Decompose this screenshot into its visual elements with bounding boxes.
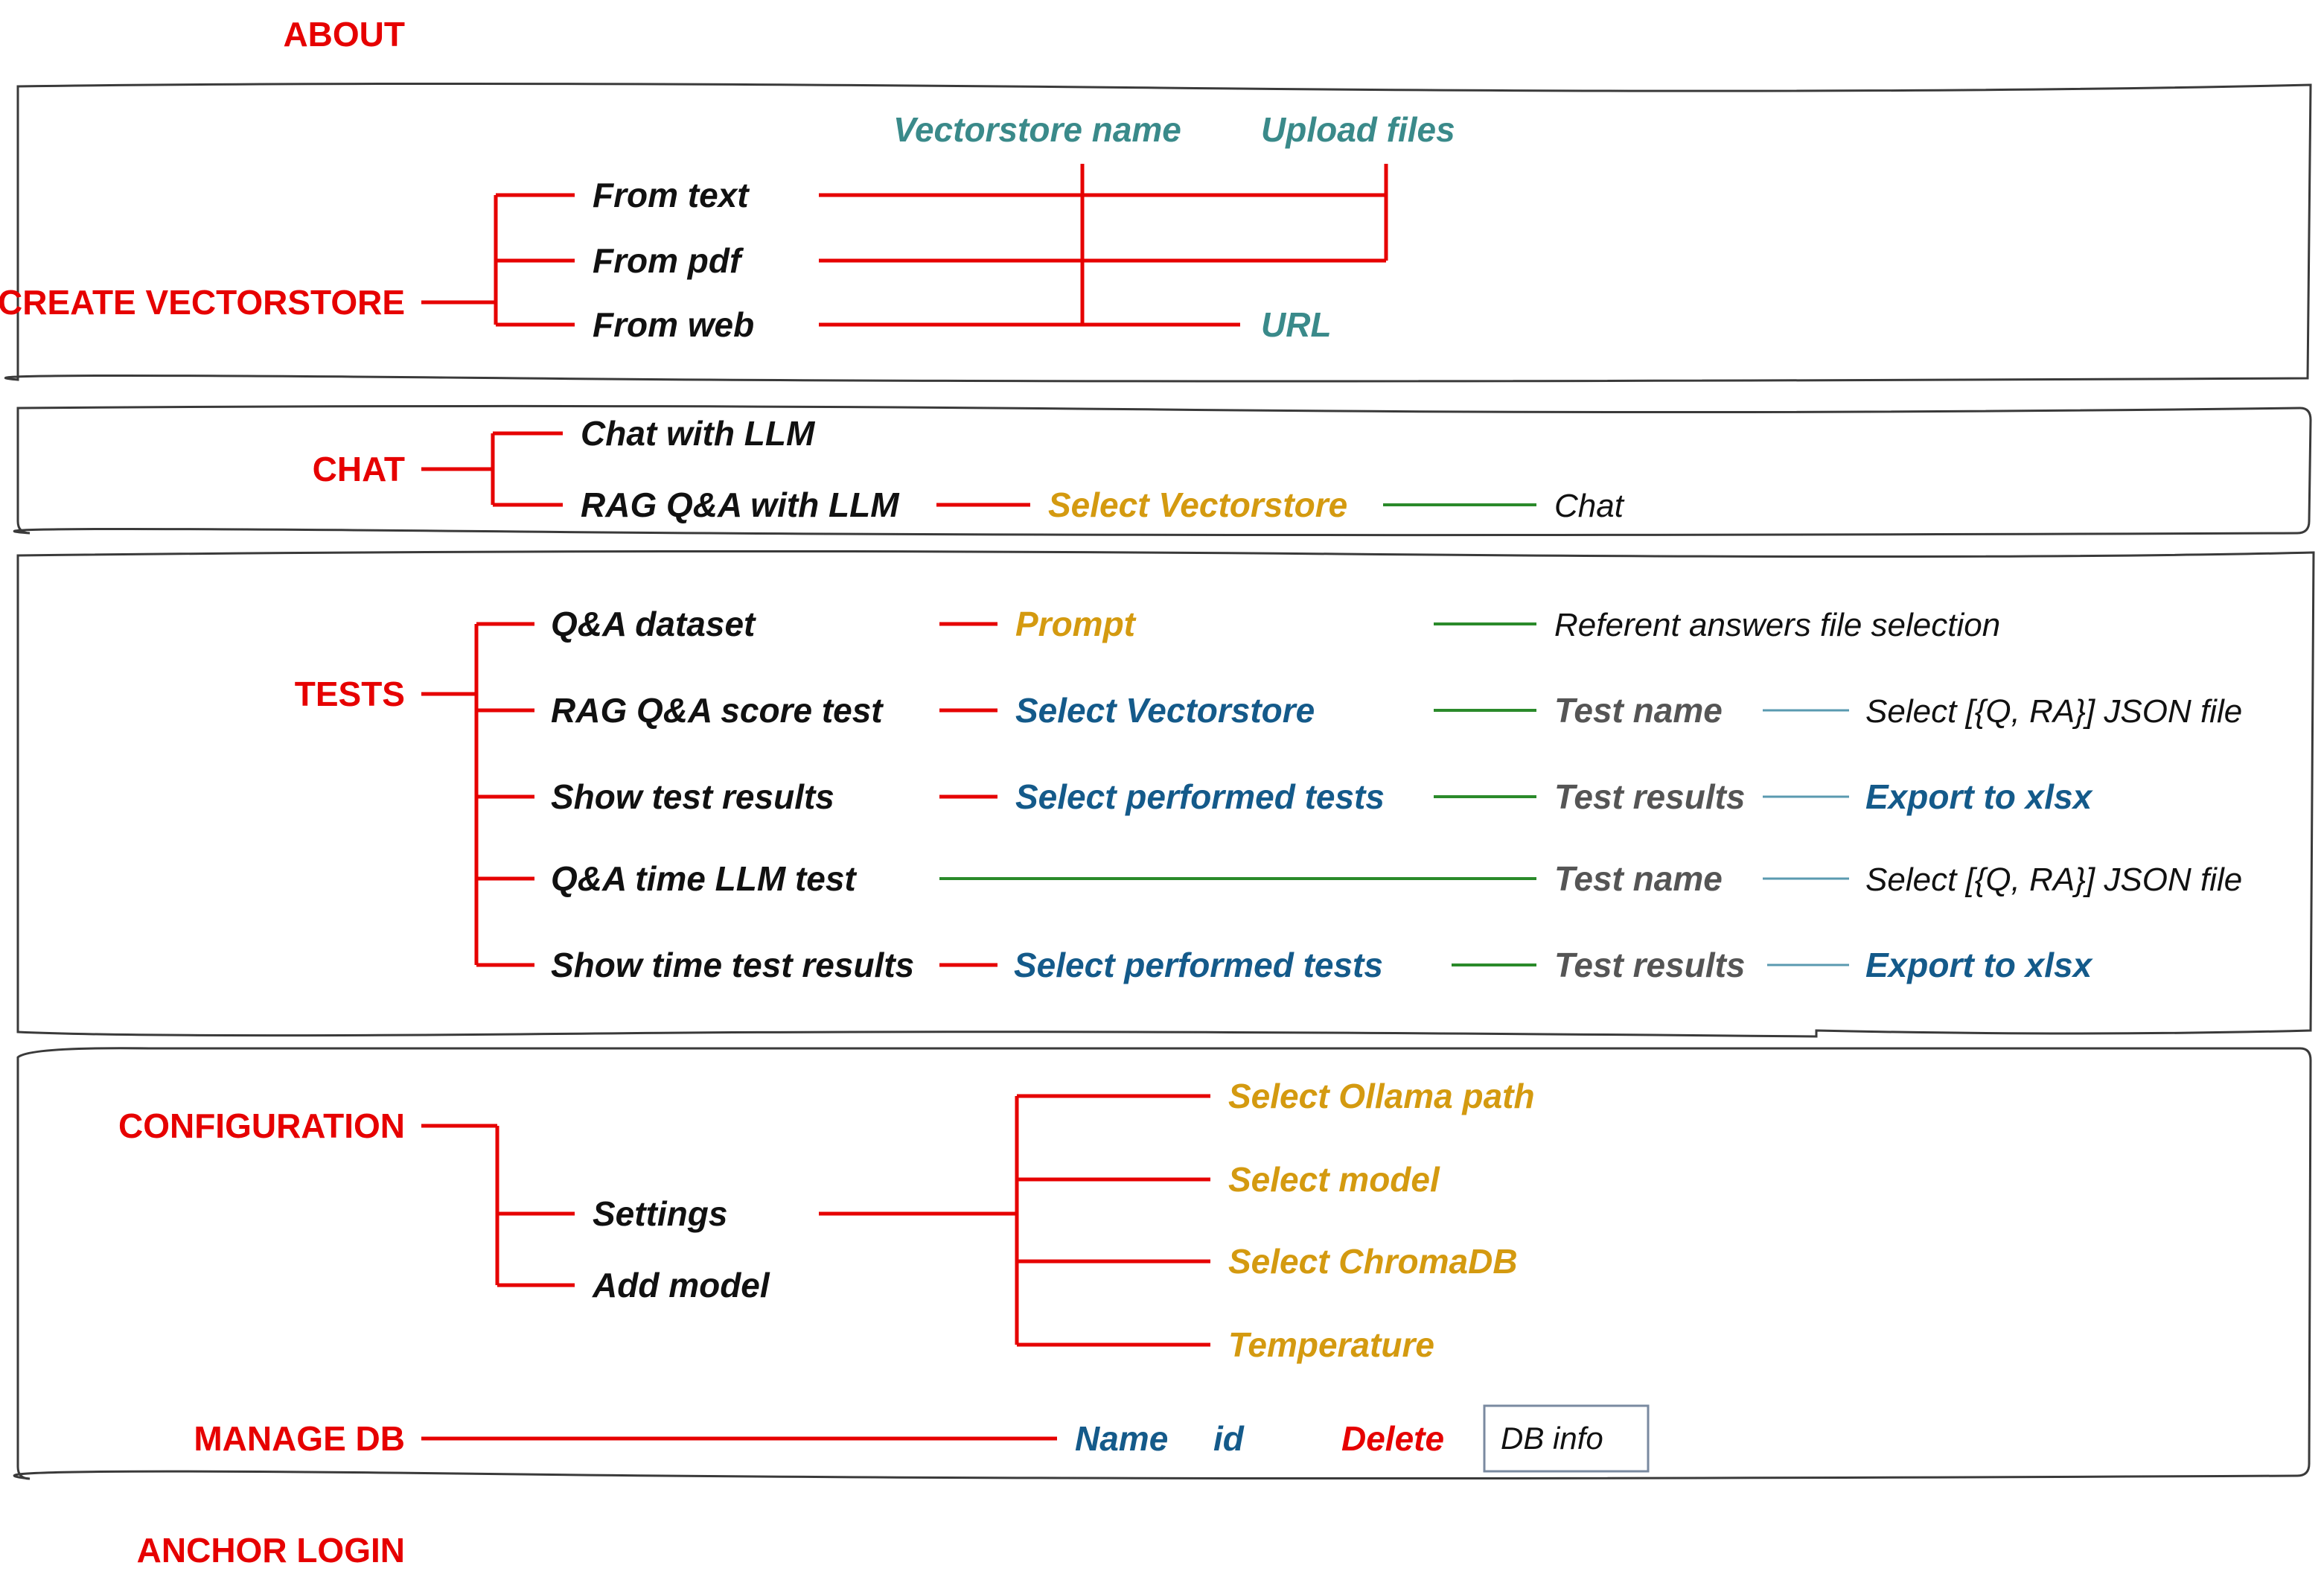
time-select-json-step: Select [{Q, RA}] JSON file (1865, 861, 2242, 898)
select-json-step: Select [{Q, RA}] JSON file (1865, 693, 2242, 730)
select-ollama-path-setting: Select Ollama path (1228, 1077, 1535, 1115)
url-field: URL (1261, 305, 1332, 344)
db-id-column: id (1213, 1419, 1245, 1458)
chat-with-llm-item: Chat with LLM (581, 414, 816, 453)
export-xlsx-step: Export to xlsx (1865, 777, 2094, 816)
qa-time-llm-test-item: Q&A time LLM test (551, 859, 857, 898)
db-delete-action: Delete (1341, 1419, 1444, 1458)
create-vectorstore-box (4, 82, 2312, 383)
show-time-test-results-item: Show time test results (551, 946, 914, 984)
create-vectorstore-label: CREATE VECTORSTORE (0, 283, 405, 322)
select-model-setting: Select model (1228, 1160, 1440, 1199)
select-performed-tests-step: Select performed tests (1015, 777, 1385, 816)
time-export-xlsx-step: Export to xlsx (1865, 946, 2094, 984)
select-chromadb-setting: Select ChromaDB (1228, 1242, 1518, 1281)
select-vectorstore-test-step: Select Vectorstore (1015, 691, 1315, 730)
chat-label: CHAT (313, 450, 405, 488)
select-vectorstore-step: Select Vectorstore (1048, 485, 1347, 524)
qa-dataset-item: Q&A dataset (551, 605, 756, 643)
temperature-setting: Temperature (1228, 1325, 1434, 1364)
db-name-column: Name (1075, 1419, 1168, 1458)
add-model-item: Add model (592, 1266, 770, 1305)
show-test-results-item: Show test results (551, 777, 834, 816)
tests-box (16, 550, 2315, 1038)
from-pdf-item: From pdf (593, 241, 744, 280)
rag-qa-with-llm-item: RAG Q&A with LLM (581, 485, 900, 524)
settings-item: Settings (593, 1194, 727, 1233)
referent-answers-step: Referent answers file selection (1554, 607, 2000, 643)
time-test-results-step: Test results (1554, 946, 1746, 984)
time-test-name-step: Test name (1554, 859, 1723, 898)
test-results-step: Test results (1554, 777, 1746, 816)
vectorstore-name-field: Vectorstore name (893, 110, 1181, 149)
db-info-label: DB info (1501, 1421, 1603, 1456)
anchor-login-label: ANCHOR LOGIN (137, 1531, 405, 1570)
about-label: ABOUT (283, 15, 405, 54)
test-name-step: Test name (1554, 691, 1723, 730)
prompt-step: Prompt (1015, 605, 1137, 643)
time-select-performed-tests-step: Select performed tests (1014, 946, 1383, 984)
tests-label: TESTS (295, 675, 405, 713)
db-info-box (1483, 1404, 1650, 1473)
chat-box (13, 404, 2312, 537)
rag-score-test-item: RAG Q&A score test (551, 691, 884, 730)
upload-files-field: Upload files (1261, 110, 1455, 149)
from-text-item: From text (593, 176, 750, 214)
chat-step: Chat (1554, 488, 1625, 524)
manage-db-label: MANAGE DB (194, 1419, 405, 1458)
from-web-item: From web (593, 305, 754, 344)
configuration-label: CONFIGURATION (118, 1106, 405, 1145)
